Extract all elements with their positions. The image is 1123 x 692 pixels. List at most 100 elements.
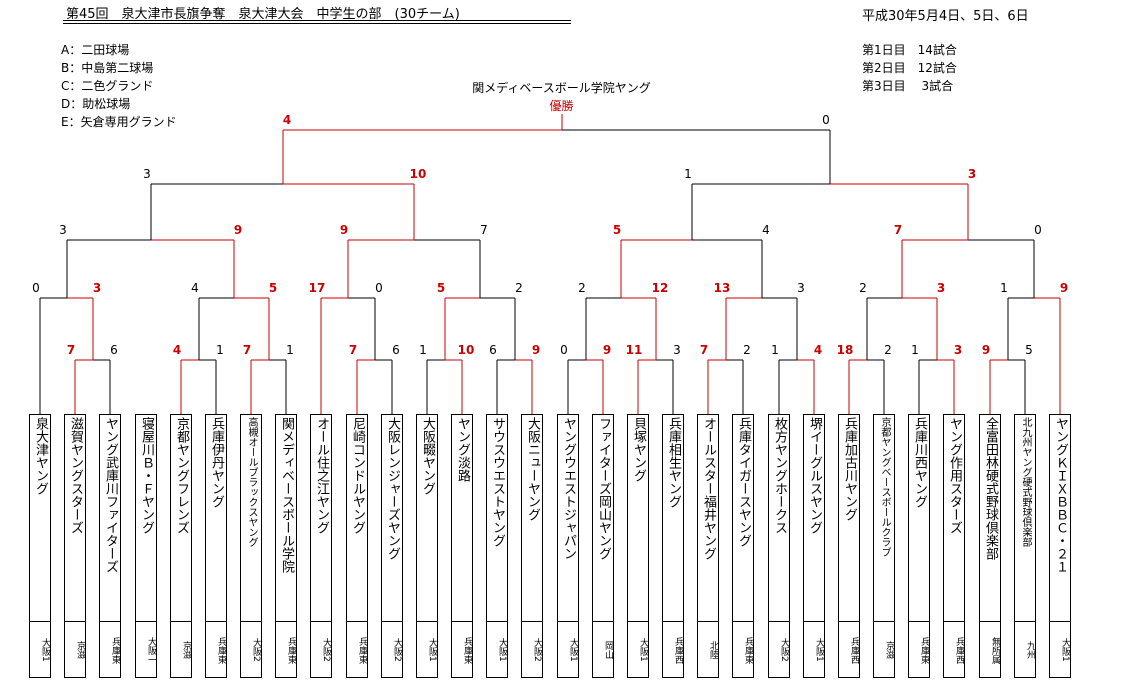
team-region: 京滋 [181,641,191,659]
team-region: 京滋 [75,641,85,659]
venue-item: D：助松球場 [61,97,131,111]
team-card: 兵庫伊丹ヤング兵庫東 [205,414,227,678]
team-name: オールスター福井ヤング [701,417,716,560]
team-name: サウスウエストヤング [490,417,505,547]
team-divider [733,621,753,622]
team-name: 北九州ヤング硬式野球倶楽部 [1020,417,1031,547]
team-region: 兵庫西 [954,636,964,664]
score-label: 4 [762,223,770,237]
team-divider [487,621,507,622]
score-label: 2 [859,281,867,295]
team-card: 泉大津ヤング大阪1 [29,414,51,678]
team-region: 大阪2 [779,638,789,662]
final-score: 0 [822,113,830,127]
team-card: 関メディベースボール学院兵庫東 [275,414,297,678]
team-card: 兵庫タイガースヤング兵庫東 [732,414,754,678]
team-divider [628,621,648,622]
score-label: 7 [480,223,488,237]
schedule-item: 第3日目 3試合 [862,79,954,93]
team-card: 大阪畷ヤング大阪1 [416,414,438,678]
team-region: 兵庫西 [673,636,683,664]
score-label: 12 [651,281,669,295]
team-card: 兵庫川西ヤング兵庫東 [908,414,930,678]
score-label: 9 [602,343,612,357]
team-name: 貝塚ヤング [631,417,646,482]
team-card: オールスター福井ヤング北陸 [697,414,719,678]
team-name: ヤング武庫川ファイターズ [103,417,118,573]
team-name: 兵庫加古川ヤング [842,417,857,521]
champion-name: 関メディベースボール学院ヤング [472,81,651,95]
score-label: 7 [893,223,903,237]
team-divider [804,621,824,622]
score-label: 10 [457,343,475,357]
venue-item: A：二田球場 [61,43,130,57]
team-name: 兵庫相生ヤング [666,417,681,508]
score-label: 9 [981,343,991,357]
score-label: 3 [953,343,963,357]
team-divider [136,621,156,622]
team-divider [769,621,789,622]
team-divider [1050,621,1070,622]
team-card: 貝塚ヤング大阪1 [627,414,649,678]
team-card: ヤングウエストジャパン大阪1 [557,414,579,678]
team-region: 大阪1 [568,638,578,662]
team-card: ヤング作用スターズ兵庫西 [943,414,965,678]
team-card: 堺イーグルスヤング大阪1 [803,414,825,678]
team-name: 大阪ニューヤング [525,417,540,521]
team-name: ヤングウエストジャパン [561,417,576,560]
score-label: 5 [1025,343,1033,357]
team-name: 高槻オールブラックスヤング [246,417,257,547]
team-name: 兵庫タイガースヤング [736,417,751,547]
team-region: 九州 [1025,641,1035,659]
team-divider [206,621,226,622]
score-label: 2 [884,343,892,357]
team-region: 大阪1 [427,638,437,662]
team-region: 大阪1 [1060,638,1070,662]
team-region: 兵庫東 [919,636,929,664]
team-card: ヤング武庫川ファイターズ兵庫東 [99,414,121,678]
score-label: 1 [684,167,692,181]
team-divider [1015,621,1035,622]
team-region: 北陸 [708,641,718,659]
team-divider [65,621,85,622]
team-card: サウスウエストヤング大阪1 [486,414,508,678]
team-name: 兵庫伊丹ヤング [209,417,224,508]
team-divider [311,621,331,622]
team-divider [663,621,683,622]
team-name: 大阪レンジャーズヤング [385,417,400,560]
team-card: 高槻オールブラックスヤング大阪2 [240,414,262,678]
team-region: 無所属 [990,636,1000,664]
team-divider [347,621,367,622]
team-name: 京都ヤングベースボールクラブ [879,417,890,557]
score-label: 18 [836,343,854,357]
team-divider [874,621,894,622]
score-label: 1 [771,343,779,357]
team-name: 関メディベースボール学院 [279,417,294,573]
team-card: 大阪ニューヤング大阪2 [521,414,543,678]
team-region: 兵庫東 [110,636,120,664]
team-card: 寝屋川Ｂ・Ｆヤング大阪一 [135,414,157,678]
team-region: 大阪1 [638,638,648,662]
team-name: ファイターズ岡山ヤング [596,417,611,560]
team-region: 大阪2 [392,638,402,662]
schedule-item: 第1日目 14試合 [862,43,957,57]
venue-item: C：二色グランド [61,79,154,93]
score-label: 1 [216,343,224,357]
team-divider [452,621,472,622]
score-label: 9 [339,223,349,237]
team-divider [522,621,542,622]
score-label: 3 [797,281,805,295]
team-card: 全富田林硬式野球倶楽部無所属 [979,414,1001,678]
team-card: ヤング淡路兵庫東 [451,414,473,678]
team-region: 大阪2 [532,638,542,662]
team-region: 兵庫西 [849,636,859,664]
score-label: 10 [409,167,427,181]
page-title: 第45回 泉大津市長旗争奪 泉大津大会 中学生の部 (30チーム) [66,7,460,22]
score-label: 7 [348,343,358,357]
score-label: 1 [419,343,427,357]
team-card: 兵庫加古川ヤング兵庫西 [838,414,860,678]
team-name: 堺イーグルスヤング [807,417,822,534]
team-divider [417,621,437,622]
team-card: 枚方ヤングホークス大阪2 [768,414,790,678]
